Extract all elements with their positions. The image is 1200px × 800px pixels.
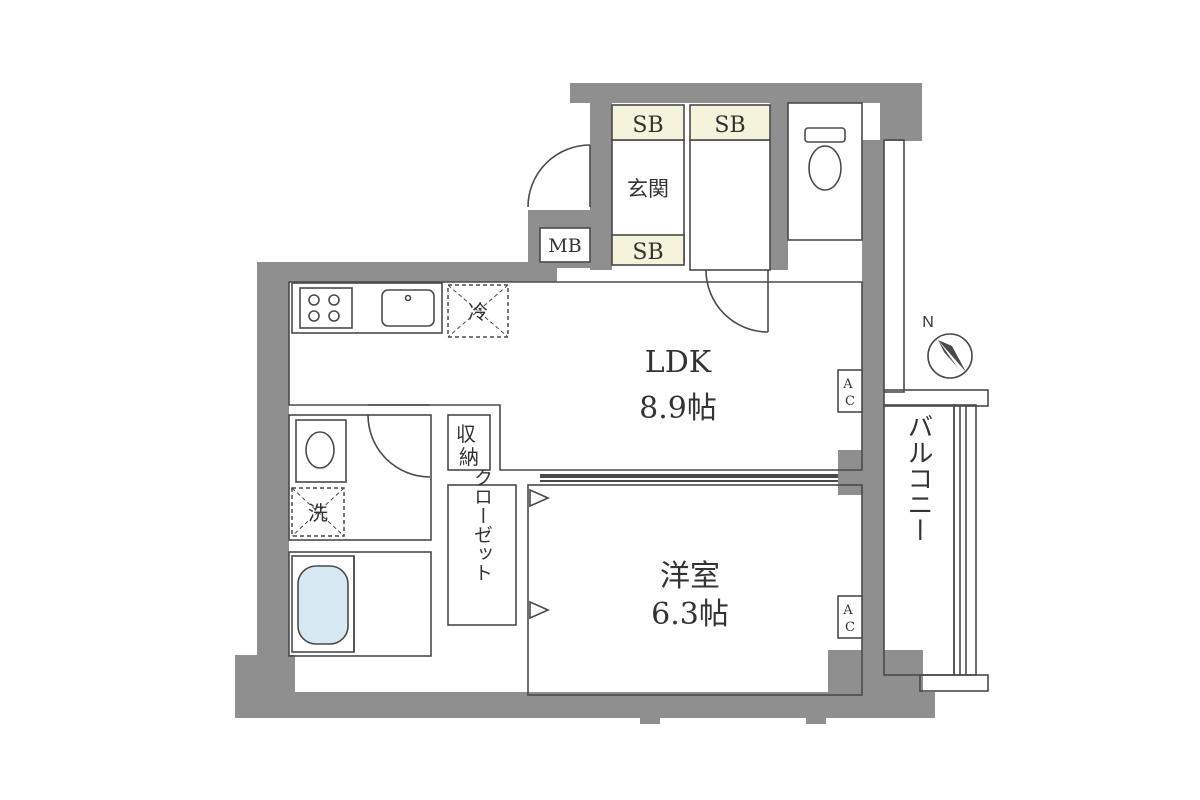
closet-door-marker — [529, 600, 550, 620]
sb-box-2 — [689, 104, 771, 141]
ac-unit-1 — [837, 369, 863, 413]
wall-left — [257, 262, 289, 660]
toilet-floor — [787, 102, 863, 241]
toilet-icon — [804, 127, 846, 191]
bathroom-floor — [288, 551, 432, 657]
wall-bottom-notch-2 — [806, 712, 826, 724]
wall-center-pillar — [838, 450, 878, 495]
entrance-name: 玄関 — [627, 177, 669, 201]
mb-box — [539, 227, 591, 263]
wall-entry-right — [770, 100, 788, 270]
sink-drain — [404, 294, 412, 302]
washer-diagonal — [291, 487, 345, 537]
wall-top-block — [570, 83, 922, 103]
storage-label: 収 納 — [456, 422, 482, 469]
sb-box-1 — [611, 104, 685, 141]
washroom-floor — [288, 414, 432, 541]
sb-box-3 — [611, 234, 685, 266]
closet-label: クローゼット — [471, 468, 493, 582]
closet-door-marker — [529, 488, 550, 508]
washroom-door-swing — [367, 414, 431, 478]
entrance-door-swing — [527, 144, 591, 208]
bedroom-name: 洋室 — [660, 559, 720, 594]
north-arrow-icon: N — [922, 314, 973, 379]
sb-label-3: SB — [632, 240, 663, 265]
washer-label: 洗 — [308, 501, 328, 525]
ldk-floor — [288, 281, 863, 471]
ac-label-2: A C — [842, 603, 857, 635]
ldk-door-swing — [705, 269, 769, 333]
wall-right-bottom-ext — [828, 650, 923, 718]
kitchen-sink-icon — [381, 289, 435, 327]
wall-top-right-stub — [880, 83, 922, 141]
balcony-railing — [953, 404, 977, 676]
north-label: N — [922, 314, 934, 331]
gas-stove-icon — [299, 287, 353, 329]
closet-floor — [447, 484, 517, 626]
wall-entry-mid — [590, 100, 612, 270]
mb-label: MB — [548, 235, 581, 257]
sb-label-2: SB — [714, 113, 745, 138]
fixtures: SB SB SB MB 冷 — [291, 104, 863, 653]
washbasin-icon — [295, 419, 347, 483]
balcony-bottom-cap — [919, 674, 989, 692]
walls — [235, 83, 935, 724]
wall-right-upper — [862, 140, 884, 480]
hall-floor — [689, 139, 771, 271]
bedroom-size: 6.3帖 — [651, 597, 729, 632]
balcony-top-cap — [883, 389, 989, 407]
sb-label-1: SB — [632, 113, 663, 138]
wall-left-upper — [257, 262, 557, 282]
storage-floor — [447, 414, 491, 471]
bedroom-floor — [527, 484, 863, 696]
bathtub-icon — [291, 555, 355, 653]
refrigerator-label: 冷 — [468, 300, 488, 324]
room-labels: LDK 8.9帖 洋室 6.3帖 玄関 バルコニー — [627, 177, 933, 632]
balcony-name: バルコニー — [903, 413, 933, 543]
refrigerator-diagonal — [447, 284, 509, 338]
wall-bottom-notch-1 — [640, 712, 660, 724]
ac-unit-2 — [837, 595, 863, 639]
refrigerator-diagonal — [447, 284, 509, 338]
ldk-name: LDK — [645, 345, 712, 380]
ldk-size: 8.9帖 — [639, 391, 717, 426]
ac-label-1: A C — [842, 377, 857, 409]
balcony-upper-strip — [883, 139, 905, 393]
